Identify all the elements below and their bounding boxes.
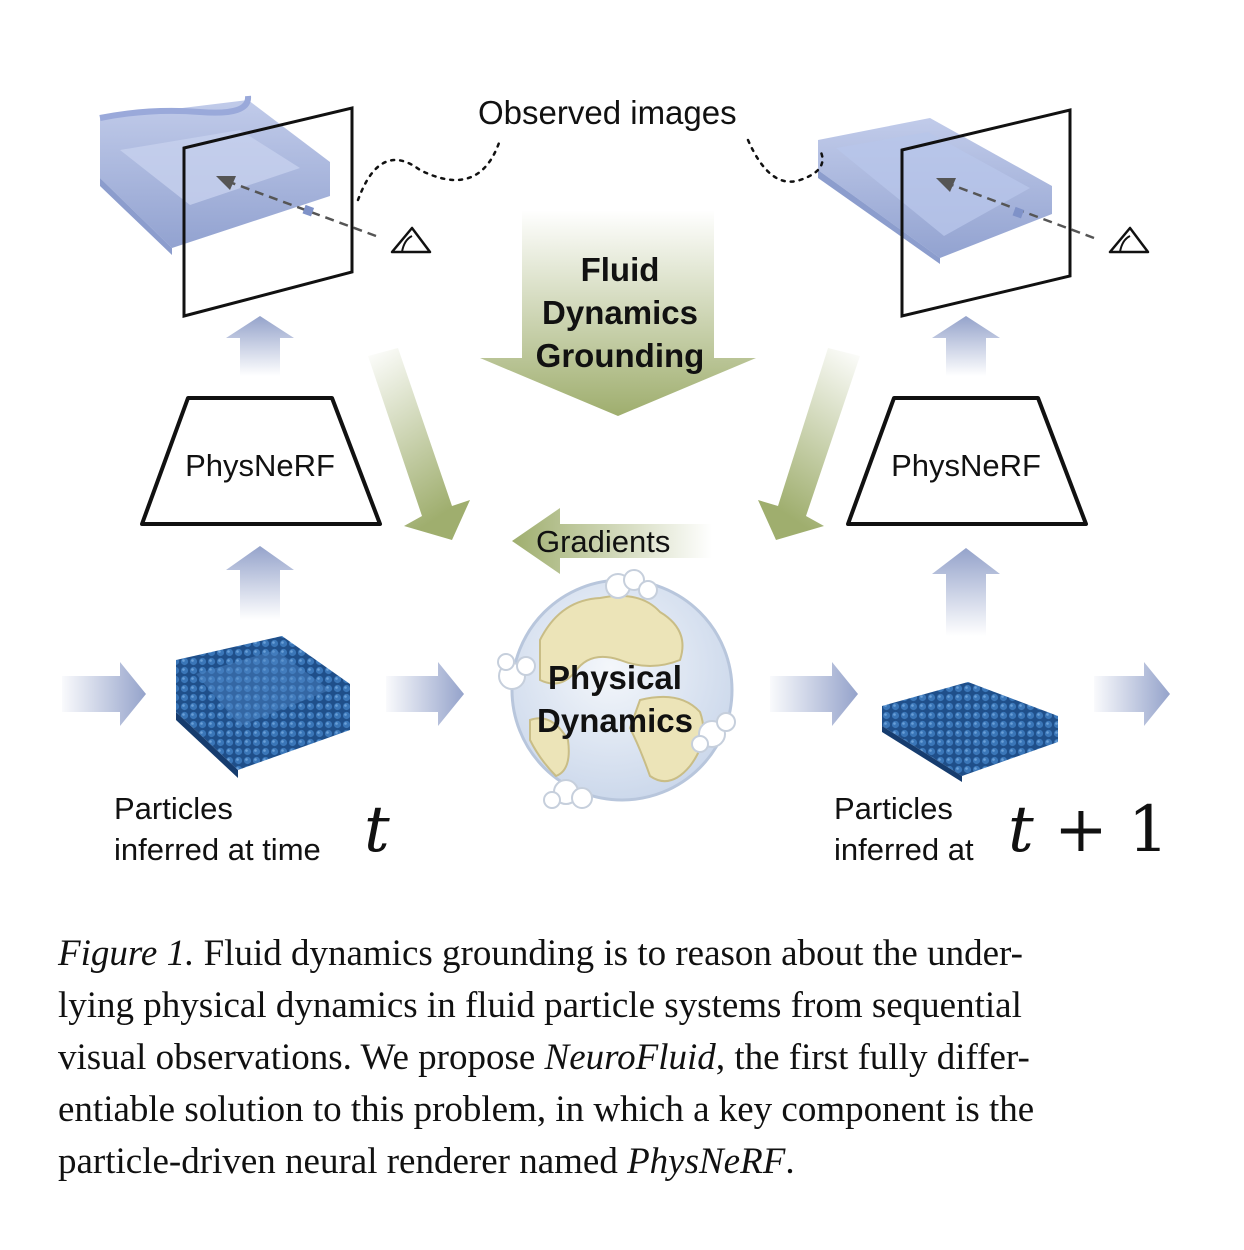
physical-dynamics-label: Physical Dynamics: [500, 656, 730, 742]
up-arrow-left-top: [226, 316, 294, 376]
particles-t-label: Particles inferred at time: [114, 788, 321, 870]
globe-icon: [497, 569, 736, 809]
pd-line-2: Dynamics: [537, 702, 693, 739]
caption-line-4: entiable solution to this problem, in wh…: [58, 1089, 1035, 1130]
caption-line-1-text: Fluid dynamics grounding is to reason ab…: [194, 933, 1023, 974]
particles-t1-label: Particles inferred at: [834, 788, 974, 870]
figure-diagram: [62, 95, 1170, 809]
caption-figure-label: Figure 1.: [58, 933, 195, 974]
figure-caption: Figure 1. Fluid dynamics grounding is to…: [58, 928, 1186, 1188]
particles-t-line-1: Particles: [114, 791, 233, 826]
particles-t1-line-2: inferred at: [834, 832, 974, 867]
particles-time-t1: [882, 682, 1058, 782]
fluid-render-right: [818, 118, 1052, 264]
grounding-diag-arrow-right: [758, 348, 860, 540]
caption-line-5b: .: [785, 1141, 795, 1182]
caption-line-3: visual observations. We propose NeuroFlu…: [58, 1032, 1186, 1084]
time-arrow-2: [386, 662, 464, 726]
time-t-symbol: t: [364, 793, 390, 867]
observed-images-label: Observed images: [478, 94, 737, 131]
caption-line-1: Figure 1. Fluid dynamics grounding is to…: [58, 928, 1186, 980]
image-plane-left: [182, 106, 432, 318]
image-plane-right: [900, 108, 1150, 318]
particles-t-line-2: inferred at time: [114, 832, 321, 867]
leader-line-right: [746, 138, 824, 183]
fdg-line-1: Fluid: [580, 251, 660, 288]
time-arrow-4: [1094, 662, 1170, 726]
grounding-diag-arrow-left: [368, 348, 470, 540]
caption-line-5: particle-driven neural renderer named Ph…: [58, 1136, 1186, 1188]
up-arrow-left-bottom: [226, 546, 294, 620]
grounding-arrow: [480, 210, 756, 416]
time-arrow-3: [770, 662, 858, 726]
pd-line-1: Physical: [548, 659, 682, 696]
leader-line-left: [356, 138, 502, 202]
fluid-dynamics-grounding-label: Fluid Dynamics Grounding: [500, 248, 740, 377]
up-arrow-right-bottom: [932, 548, 1000, 636]
caption-line-3a: visual observations. We propose: [58, 1037, 545, 1078]
fluid-render-left: [99, 95, 330, 255]
particles-t1-line-1: Particles: [834, 791, 953, 826]
fdg-line-3: Grounding: [535, 337, 705, 374]
caption-physnerf: PhysNeRF: [627, 1141, 786, 1182]
physnerf-box-left: [140, 396, 382, 526]
physnerf-box-right: [846, 396, 1088, 526]
fdg-line-2: Dynamics: [542, 294, 698, 331]
caption-line-2: lying physical dynamics in fluid particl…: [58, 985, 1022, 1026]
particles-time-t: [176, 636, 350, 778]
physnerf-label-left: PhysNeRF: [185, 448, 335, 483]
physnerf-label-right: PhysNeRF: [891, 448, 1041, 483]
time-t1-var: t: [1008, 793, 1034, 867]
gradients-label: Gradients: [536, 524, 671, 559]
time-arrow-1: [62, 662, 146, 726]
caption-neurofluid: NeuroFluid: [544, 1037, 716, 1078]
caption-line-3b: , the first fully differ-: [715, 1037, 1030, 1078]
time-t1-symbol: t + 1: [1008, 798, 1169, 862]
caption-line-5a: particle-driven neural renderer named: [58, 1141, 628, 1182]
gradients-arrow: [512, 508, 712, 574]
time-t1-plus-one: + 1: [1033, 793, 1169, 867]
up-arrow-right-top: [932, 316, 1000, 376]
